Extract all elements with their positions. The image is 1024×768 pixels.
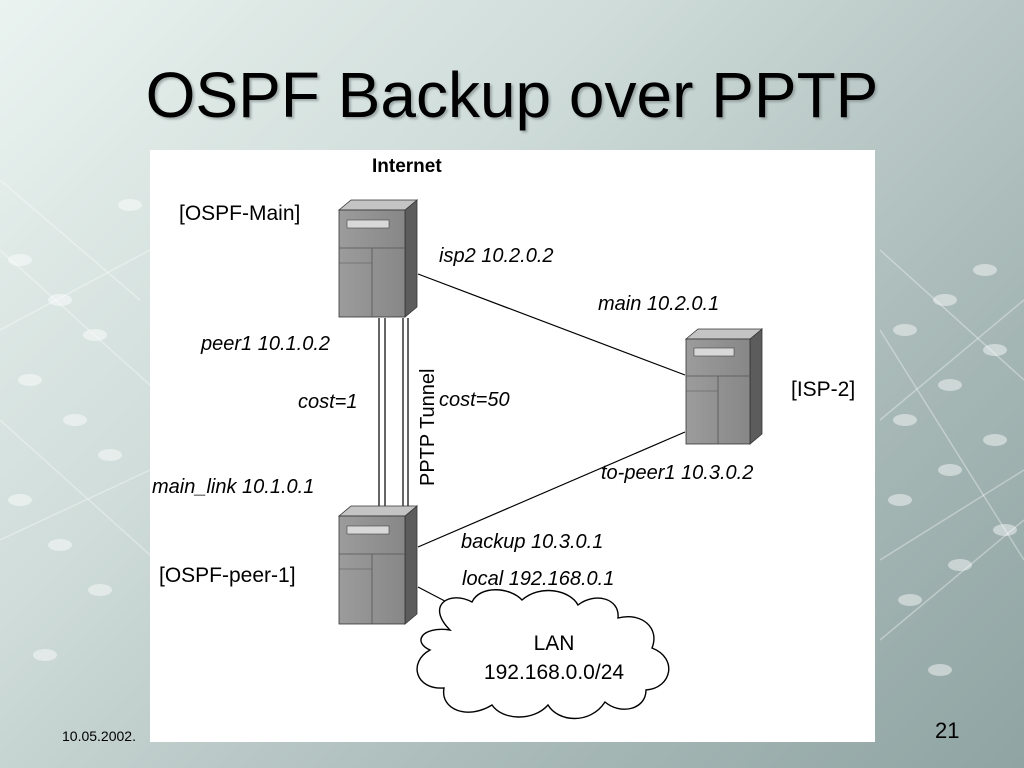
label-ospf-main: [OSPF-Main]: [179, 202, 300, 225]
label-pptp-tunnel: PPTP Tunnel: [417, 369, 439, 486]
label-main-addr: main 10.2.0.1: [598, 293, 719, 315]
ospf-main-server-icon: [337, 199, 419, 318]
network-diagram-svg: Internet [OSPF-Main] [ISP-2] [OSPF-peer-…: [152, 156, 855, 720]
label-main-link-addr: main_link 10.1.0.1: [152, 476, 314, 498]
network-diagram: Internet [OSPF-Main] [ISP-2] [OSPF-peer-…: [150, 150, 875, 742]
label-isp2: [ISP-2]: [791, 378, 855, 401]
label-cost-direct: cost=1: [298, 391, 357, 413]
isp2-server-icon: [684, 328, 764, 445]
label-to-peer1-addr: to-peer1 10.3.0.2: [601, 462, 753, 484]
label-isp2-addr: isp2 10.2.0.2: [439, 245, 554, 267]
slide-title: OSPF Backup over PPTP: [145, 59, 879, 131]
label-cost-tunnel: cost=50: [439, 389, 510, 411]
label-backup-addr: backup 10.3.0.1: [461, 531, 603, 553]
page-number: 21: [935, 718, 960, 743]
label-lan: LAN: [534, 632, 575, 655]
link-peer1-isp2: [417, 431, 686, 548]
label-lan-subnet: 192.168.0.0/24: [484, 661, 624, 684]
label-peer1-addr: peer1 10.1.0.2: [200, 333, 330, 355]
diagram-header: Internet: [372, 156, 442, 177]
ospf-peer1-server-icon: [337, 505, 419, 625]
footer-date: 10.05.2002.: [62, 728, 136, 744]
link-main-isp2: [417, 273, 686, 376]
lan-cloud-icon: [416, 589, 670, 720]
label-ospf-peer1: [OSPF-peer-1]: [159, 564, 296, 587]
label-local-addr: local 192.168.0.1: [462, 568, 614, 590]
